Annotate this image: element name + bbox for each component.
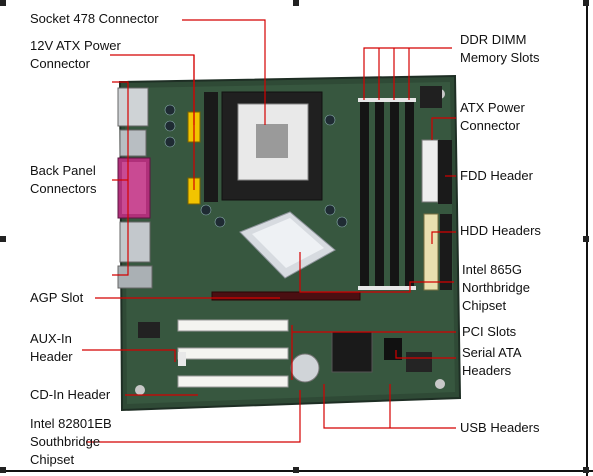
back-panel-connectors: [118, 88, 152, 288]
pci-slots: [178, 320, 288, 387]
label-southbridge: Intel 82801EB Southbridge Chipset: [30, 415, 112, 469]
label-fdd-header: FDD Header: [460, 167, 533, 185]
label-serial-ata: Serial ATA Headers: [462, 344, 521, 380]
label-back-panel: Back Panel Connectors: [30, 162, 96, 198]
label-ddr-dimm: DDR DIMM Memory Slots: [460, 31, 539, 67]
label-northbridge: Intel 865G Northbridge Chipset: [462, 261, 530, 315]
label-hdd-headers: HDD Headers: [460, 222, 541, 240]
label-socket-478: Socket 478 Connector: [30, 10, 159, 28]
label-pci-slots: PCI Slots: [462, 323, 516, 341]
label-aux-in: AUX-In Header: [30, 330, 73, 366]
motherboard: [118, 76, 460, 410]
label-agp-slot: AGP Slot: [30, 289, 83, 307]
cpu-socket: [204, 92, 322, 202]
label-cd-in: CD-In Header: [30, 386, 110, 404]
label-atx-power: ATX Power Connector: [460, 99, 525, 135]
label-12v-atx-power: 12V ATX Power Connector: [30, 37, 121, 73]
label-usb-headers: USB Headers: [460, 419, 539, 437]
